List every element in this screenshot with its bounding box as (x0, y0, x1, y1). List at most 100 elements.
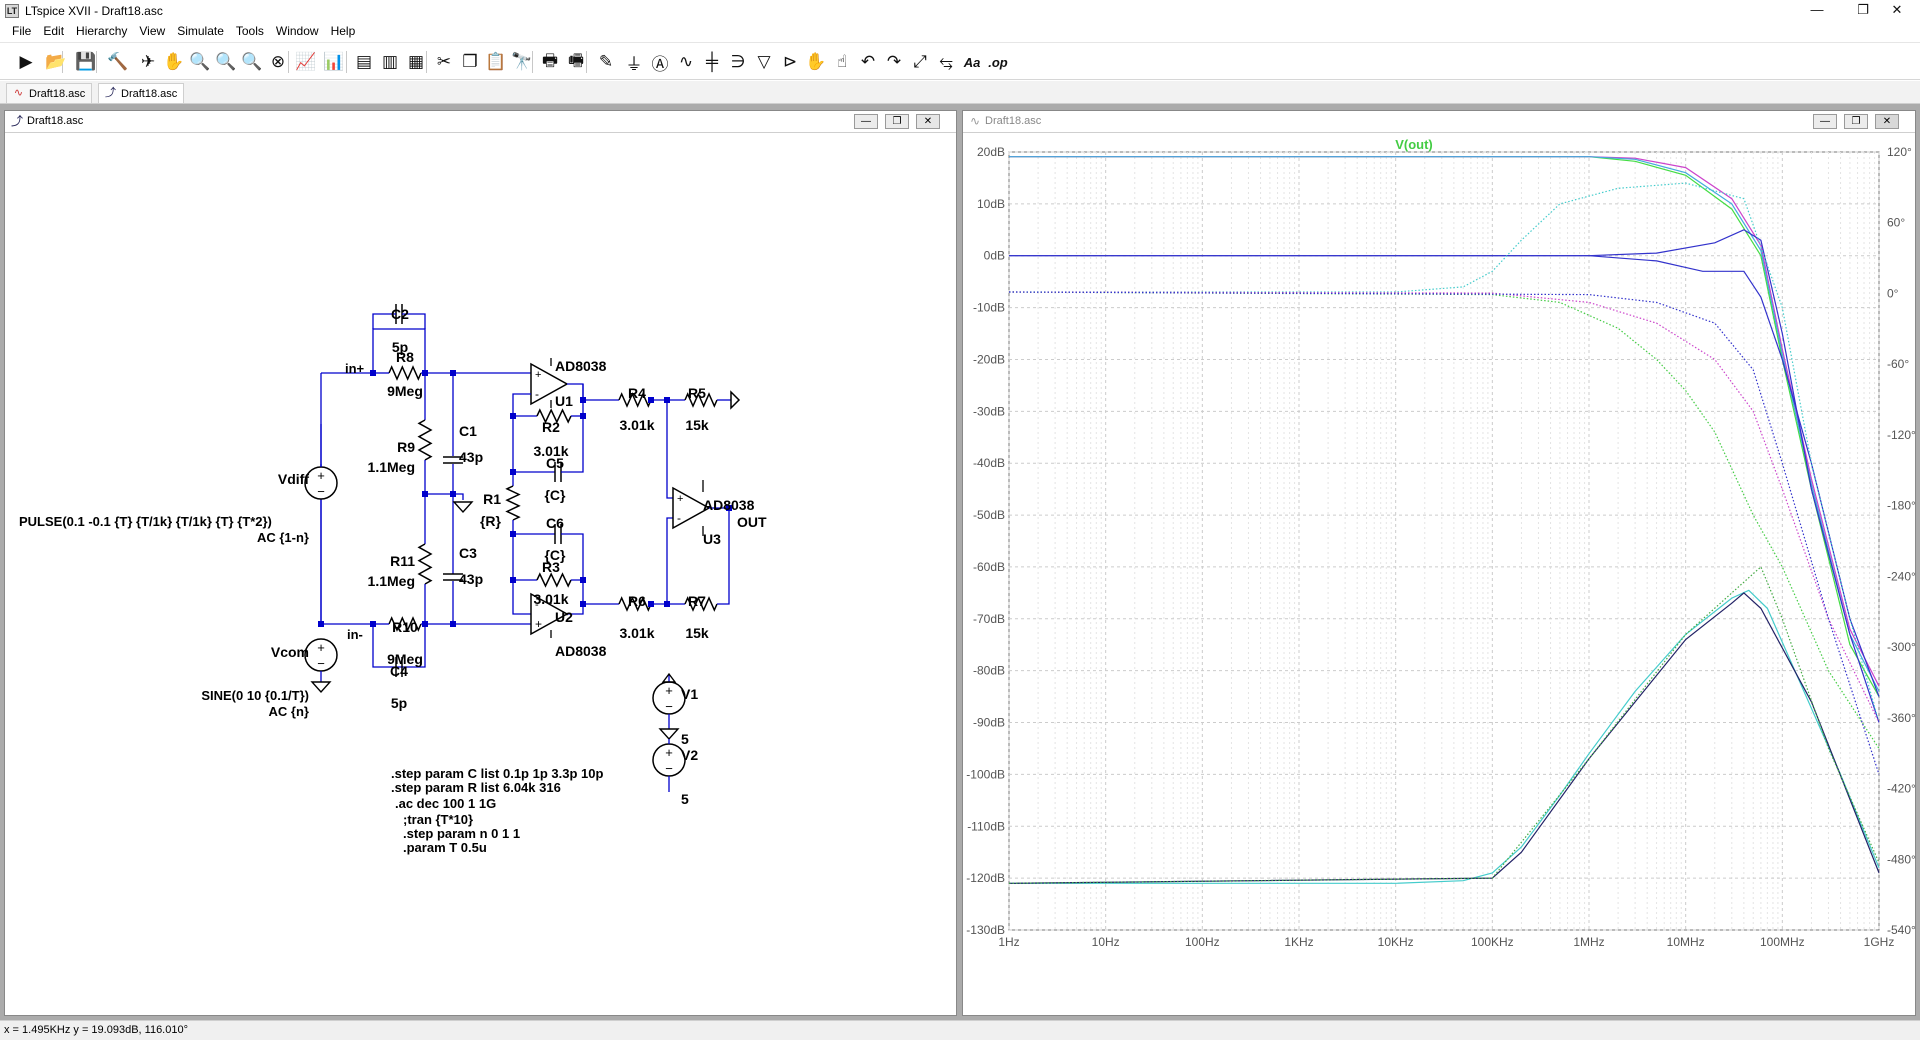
drag-icon[interactable]: ☝ (836, 52, 848, 71)
tab-waveform[interactable]: ∿ Draft18.asc (6, 83, 93, 103)
value-c6: {C} (544, 547, 566, 563)
opamp-u1[interactable]: +- (530, 362, 569, 406)
text-icon[interactable]: Aa (963, 54, 981, 70)
minimize-icon[interactable]: — (1813, 114, 1837, 129)
save-icon[interactable]: 💾 (75, 52, 97, 71)
undo-icon[interactable]: ↶ (860, 52, 876, 71)
resistor-icon[interactable]: ∿ (678, 52, 694, 71)
resistor-symbol[interactable] (388, 365, 422, 381)
ground-symbol (310, 681, 332, 694)
pick-visible-traces-icon[interactable]: 📊 (323, 52, 345, 71)
tile-horizontal-icon[interactable]: ▤ (355, 52, 373, 71)
rotate-icon[interactable]: ⤢ (913, 52, 927, 71)
diode-icon[interactable]: ▽ (757, 52, 771, 71)
close-icon[interactable]: ✕ (1875, 114, 1899, 129)
trace-title-vout[interactable]: V(out) (1395, 137, 1433, 152)
value-r10: 9Meg (387, 651, 423, 667)
trace-series (1008, 291, 1880, 723)
menu-hierarchy[interactable]: Hierarchy (76, 24, 128, 38)
cut-icon[interactable]: ✂ (436, 52, 452, 71)
draw-wire-icon[interactable]: ✎ (598, 52, 614, 71)
net-label-in-plus: in+ (345, 361, 365, 376)
run-icon[interactable]: ▶ (19, 52, 33, 71)
close-icon[interactable]: ✕ (916, 114, 940, 129)
autorange-icon[interactable]: 📈 (295, 52, 317, 71)
schematic-icon: ⤴ (105, 87, 116, 99)
move-icon[interactable]: ✋ (805, 52, 827, 71)
plot-area[interactable] (1008, 151, 1880, 931)
value-r7: 15k (685, 625, 709, 641)
zoom-back-icon[interactable]: 🔍 (241, 52, 263, 71)
print-preview-icon[interactable]: 🖷 (567, 50, 585, 70)
cascade-icon[interactable]: ▦ (407, 52, 425, 71)
menu-view[interactable]: View (139, 24, 166, 38)
zoom-out-icon[interactable]: 🔍 (215, 52, 237, 71)
control-panel-icon[interactable]: 🔨 (107, 52, 129, 71)
y-tick-label: -50dB (973, 508, 1005, 522)
tab-schematic[interactable]: ⤴ Draft18.asc (98, 83, 185, 103)
resistor-symbol[interactable] (618, 596, 652, 612)
resistor-symbol[interactable] (684, 392, 718, 408)
zoom-fit-icon[interactable]: ⊗ (270, 52, 286, 71)
zoom-in-icon[interactable]: 🔍 (189, 52, 211, 71)
wire (402, 313, 426, 329)
mirror-icon[interactable]: ⥃ (939, 52, 953, 71)
menu-tools[interactable]: Tools (235, 24, 264, 38)
vcom-source[interactable]: +− (304, 638, 338, 672)
svg-text:+: + (665, 745, 673, 760)
menu-window[interactable]: Window (275, 24, 319, 38)
spice-directive-icon[interactable]: .op (988, 54, 1008, 70)
resistor-symbol[interactable] (684, 596, 718, 612)
resistor-symbol[interactable] (536, 408, 572, 424)
label-u3-part: AD8038 (703, 497, 755, 513)
resistor-symbol[interactable] (505, 485, 521, 521)
label-r1: R1 (483, 491, 501, 507)
resistor-symbol[interactable] (388, 616, 422, 632)
opamp-u2[interactable]: -+ (530, 592, 569, 636)
junction-dot (450, 370, 456, 376)
schematic-canvas[interactable]: +--++-+−+−+−+−C25pR89MegC143pR91.1MegR11… (5, 134, 956, 1016)
tab-label: Draft18.asc (121, 88, 178, 100)
pan-icon[interactable]: ✋ (163, 52, 185, 71)
x-tick-label: 1GHz (1864, 935, 1895, 949)
restore-icon[interactable]: ❐ (1844, 114, 1868, 129)
paste-icon[interactable]: 📋 (485, 52, 507, 71)
ground-icon[interactable]: ⏚ (625, 54, 643, 74)
menu-file[interactable]: File (12, 24, 32, 38)
menu-edit[interactable]: Edit (43, 24, 65, 38)
tile-vertical-icon[interactable]: ▥ (381, 52, 399, 71)
menu-simulate[interactable]: Simulate (177, 24, 224, 38)
x-tick-label: 10Hz (1092, 935, 1120, 949)
resistor-symbol[interactable] (536, 572, 572, 588)
resistor-symbol[interactable] (417, 543, 433, 585)
svg-text:+: + (535, 617, 542, 631)
halt-icon[interactable]: ✈ (140, 52, 156, 71)
wire (372, 328, 426, 373)
open-icon[interactable]: 📂 (45, 52, 67, 71)
minimize-icon[interactable]: — (1810, 2, 1824, 17)
copy-icon[interactable]: ❐ (462, 52, 478, 71)
print-icon[interactable]: 🖶 (541, 50, 559, 70)
capacitor-icon[interactable]: ╪ (705, 52, 719, 71)
menu-help[interactable]: Help (330, 24, 356, 38)
wire (425, 493, 464, 500)
inductor-icon[interactable]: ∋ (730, 52, 746, 71)
resistor-symbol[interactable] (417, 419, 433, 461)
minimize-icon[interactable]: — (854, 114, 878, 129)
restore-icon[interactable]: ❐ (885, 114, 909, 129)
junction-dot (510, 413, 516, 419)
net-label-out: OUT (737, 514, 767, 530)
redo-icon[interactable]: ↷ (886, 52, 902, 71)
opamp-u3[interactable]: +- (672, 486, 711, 530)
y2-tick-label: -180° (1887, 499, 1915, 513)
vdiff-source[interactable]: +− (304, 466, 338, 500)
close-icon[interactable]: ✕ (1891, 2, 1903, 17)
restore-icon[interactable]: ❐ (1857, 2, 1869, 17)
label-net-icon[interactable]: Ⓐ (651, 54, 669, 74)
find-icon[interactable]: 🔭 (511, 52, 533, 71)
component-icon[interactable]: ⊳ (782, 52, 798, 71)
resistor-symbol[interactable] (618, 392, 652, 408)
